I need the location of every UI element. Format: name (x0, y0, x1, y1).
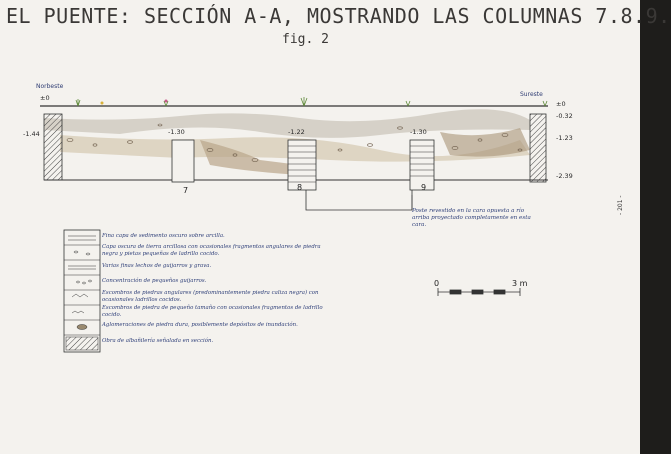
legend-item: Varias finas lechos de guijarros y grava… (102, 263, 212, 269)
column-8-courses (288, 145, 316, 183)
legend-dividers (64, 244, 100, 336)
column-number-7: 7 (183, 186, 189, 195)
legend-item: Escombros de piedras angulares (predomin… (102, 290, 319, 303)
right-level-3: -2.39 (556, 172, 573, 180)
right-level-0: ±0 (556, 100, 566, 108)
projection-note: Poste revestido en la cara opuesta a río… (412, 208, 531, 228)
section-drawing (40, 97, 548, 353)
drawing-title: EL PUENTE: SECCIÓN A-A, MOSTRANDO LAS CO… (6, 4, 671, 28)
column-9 (409, 139, 435, 191)
column-level-7: -1.30 (168, 128, 185, 136)
left-level-1: -1.44 (23, 130, 40, 138)
legend-swatches (65, 235, 99, 351)
legend-item: Escombros de piedra de pequeño tamaño co… (102, 305, 323, 318)
right-direction-label: Sureste (520, 91, 543, 98)
legend-frame (63, 229, 101, 353)
left-level-0: ±0 (40, 94, 50, 102)
column-number-9: 9 (421, 183, 427, 192)
page-number: - 201 - (617, 195, 624, 215)
column-9-courses (410, 145, 434, 177)
vegetation-marks (75, 97, 548, 107)
flower-mark (164, 99, 168, 103)
column-level-8: -1.22 (288, 128, 305, 136)
left-masonry-wall (43, 113, 63, 181)
foundation-outline (305, 190, 413, 211)
legend-item: Obra de albañilería señalada en sección. (102, 338, 214, 344)
legend-item: Fina capa de sedimento oscuro sobre arci… (102, 233, 225, 239)
figure-label: fig. 2 (282, 32, 329, 47)
right-masonry-wall (529, 113, 547, 183)
column-8 (287, 139, 317, 191)
legend-item: Capa oscura de tierra arcillosa con ocas… (102, 244, 321, 257)
column-7 (171, 139, 195, 183)
scale-end-label: 3 m (512, 279, 528, 288)
scale-bar (437, 288, 521, 296)
pebble-marks (66, 123, 523, 162)
dark-soil-layer (44, 109, 530, 138)
column-number-8: 8 (297, 183, 303, 192)
left-direction-label: Norbeste (36, 83, 64, 90)
scale-start-label: 0 (434, 279, 440, 288)
rubble-layer-east (440, 128, 530, 157)
flower-mark (100, 101, 104, 105)
right-level-2: -1.23 (556, 134, 573, 142)
right-level-1: -0.32 (556, 112, 573, 120)
rubble-layer (200, 140, 300, 175)
legend-item: Concentración de pequeños guijarros. (102, 278, 207, 284)
legend-item: Aglomeraciones de piedra dura, posibleme… (102, 322, 298, 328)
column-level-9: -1.30 (410, 128, 427, 136)
